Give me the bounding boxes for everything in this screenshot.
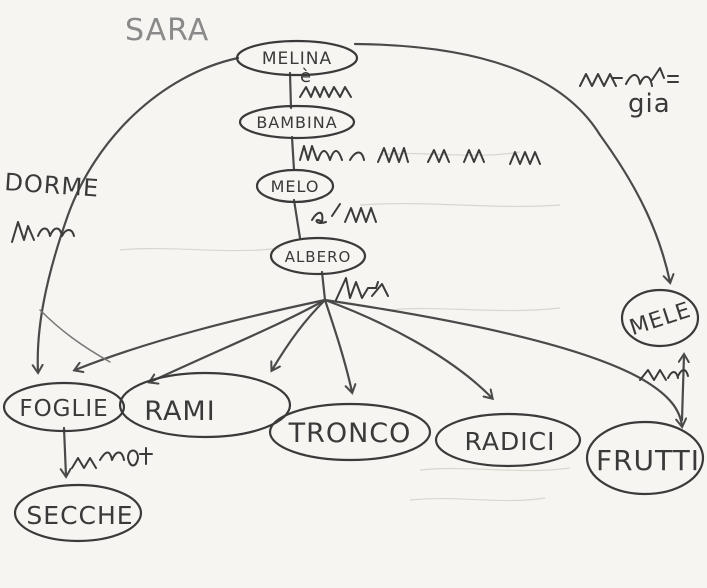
node-bambina-label: BAMBINA xyxy=(256,113,337,132)
node-tronco-label: TRONCO xyxy=(288,418,412,449)
node-radici-outline xyxy=(434,412,582,468)
scribble-ha xyxy=(335,277,389,301)
node-frutti-label: FRUTTI xyxy=(596,444,700,477)
node-albero-label: ALBERO xyxy=(285,248,352,266)
node-bambina-outline xyxy=(238,104,356,140)
node-radici-label: RADICI xyxy=(465,427,556,456)
node-mele-outline xyxy=(620,288,700,348)
node-tronco-outline xyxy=(268,402,432,462)
edge-albero-hub xyxy=(320,270,327,302)
scribble-vive-nel xyxy=(299,145,541,165)
scribble-e-un xyxy=(311,203,377,224)
edge-melo-albero xyxy=(292,198,302,240)
node-mele-label: MELE xyxy=(627,298,695,341)
node-melina-outline xyxy=(235,39,359,77)
node-albero-outline xyxy=(269,236,367,276)
scribble-sono-right xyxy=(639,369,689,381)
node-foglie-outline xyxy=(2,381,126,433)
node-secche-label: SECCHE xyxy=(26,501,133,530)
node-frutti-outline xyxy=(585,420,705,496)
node-melina-label: MELINA xyxy=(262,49,332,69)
background-bleed-through xyxy=(119,151,571,502)
node-secche-outline xyxy=(13,483,143,543)
edge-melina-bambina xyxy=(288,71,293,110)
edge-hub-rami-2 xyxy=(270,298,327,373)
author-name: SARA xyxy=(125,13,209,48)
scribble-nel xyxy=(11,221,75,243)
node-rami-label: RAMI xyxy=(144,396,215,427)
edge-hub-frutti xyxy=(323,298,688,429)
edge-bambina-melo xyxy=(290,135,296,172)
scribble-e-una xyxy=(299,86,352,98)
node-foglie-label: FOGLIE xyxy=(19,396,108,422)
edge-hub-tronco xyxy=(323,298,357,395)
node-rami-outline xyxy=(118,371,292,439)
edge-label-e: è xyxy=(300,66,312,87)
edge-hub-radici xyxy=(323,298,495,401)
scribble-labels xyxy=(11,67,689,469)
edge-label-dorme: DORME xyxy=(4,168,101,203)
scribble-sono xyxy=(71,447,153,469)
edge-stray-left xyxy=(39,309,111,363)
edge-melina-mele xyxy=(353,42,675,285)
edge-label-mangia-tail: gia xyxy=(628,89,671,119)
scribble-mangia xyxy=(579,67,679,87)
edge-foglie-secche xyxy=(59,426,72,479)
edge-hub-rami xyxy=(147,298,327,385)
edge-frutti-mele xyxy=(677,352,690,422)
edge-melina-foglie xyxy=(31,56,240,375)
node-melo-outline xyxy=(255,168,335,204)
node-melo-label: MELO xyxy=(271,177,320,196)
